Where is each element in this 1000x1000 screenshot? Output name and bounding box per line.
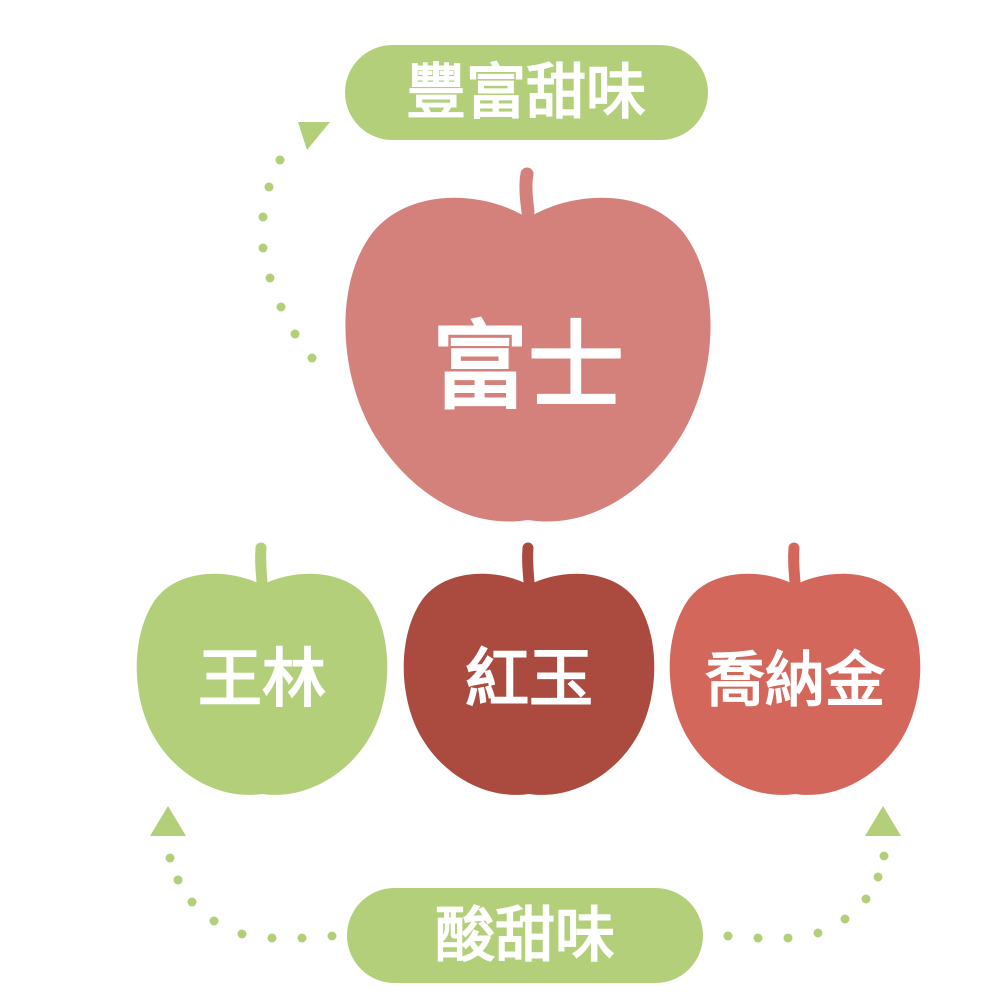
kogyoku-apple-icon — [403, 573, 655, 795]
bottom-right-arrow-dots — [723, 851, 889, 943]
top-arrow-dots — [258, 155, 317, 363]
orin-label: 王林 — [198, 643, 326, 717]
jonagold-label: 喬納金 — [705, 646, 886, 716]
fuji-apple-icon — [345, 197, 711, 522]
fuji-label: 富士 — [432, 311, 624, 423]
top-arrow-head-icon — [298, 122, 330, 150]
top-dotted-arrow — [258, 122, 330, 363]
bottom-right-dotted-arrow — [723, 806, 901, 943]
kogyoku-apple: 紅玉 — [403, 542, 655, 795]
bottom-flavor-pill: 酸甜味 — [347, 888, 703, 983]
bottom-left-arrow-dots — [165, 853, 337, 943]
jonagold-apple: 喬納金 — [669, 542, 921, 795]
jonagold-stem-icon — [788, 542, 801, 588]
fuji-stem-icon — [519, 167, 535, 219]
kogyoku-stem-icon — [522, 542, 535, 588]
orin-stem-icon — [255, 542, 268, 588]
orin-apple-icon — [136, 573, 388, 795]
fuji-apple: 富士 — [345, 167, 711, 522]
kogyoku-label: 紅玉 — [465, 643, 593, 717]
bottom-left-dotted-arrow — [150, 806, 337, 943]
bottom-flavor-label: 酸甜味 — [435, 901, 615, 971]
top-flavor-label: 豐富甜味 — [406, 58, 646, 128]
jonagold-apple-icon — [669, 573, 921, 795]
bottom-right-arrow-head-icon — [865, 806, 901, 836]
top-flavor-pill: 豐富甜味 — [345, 45, 708, 140]
bottom-left-arrow-head-icon — [150, 806, 186, 836]
orin-apple: 王林 — [136, 542, 388, 795]
